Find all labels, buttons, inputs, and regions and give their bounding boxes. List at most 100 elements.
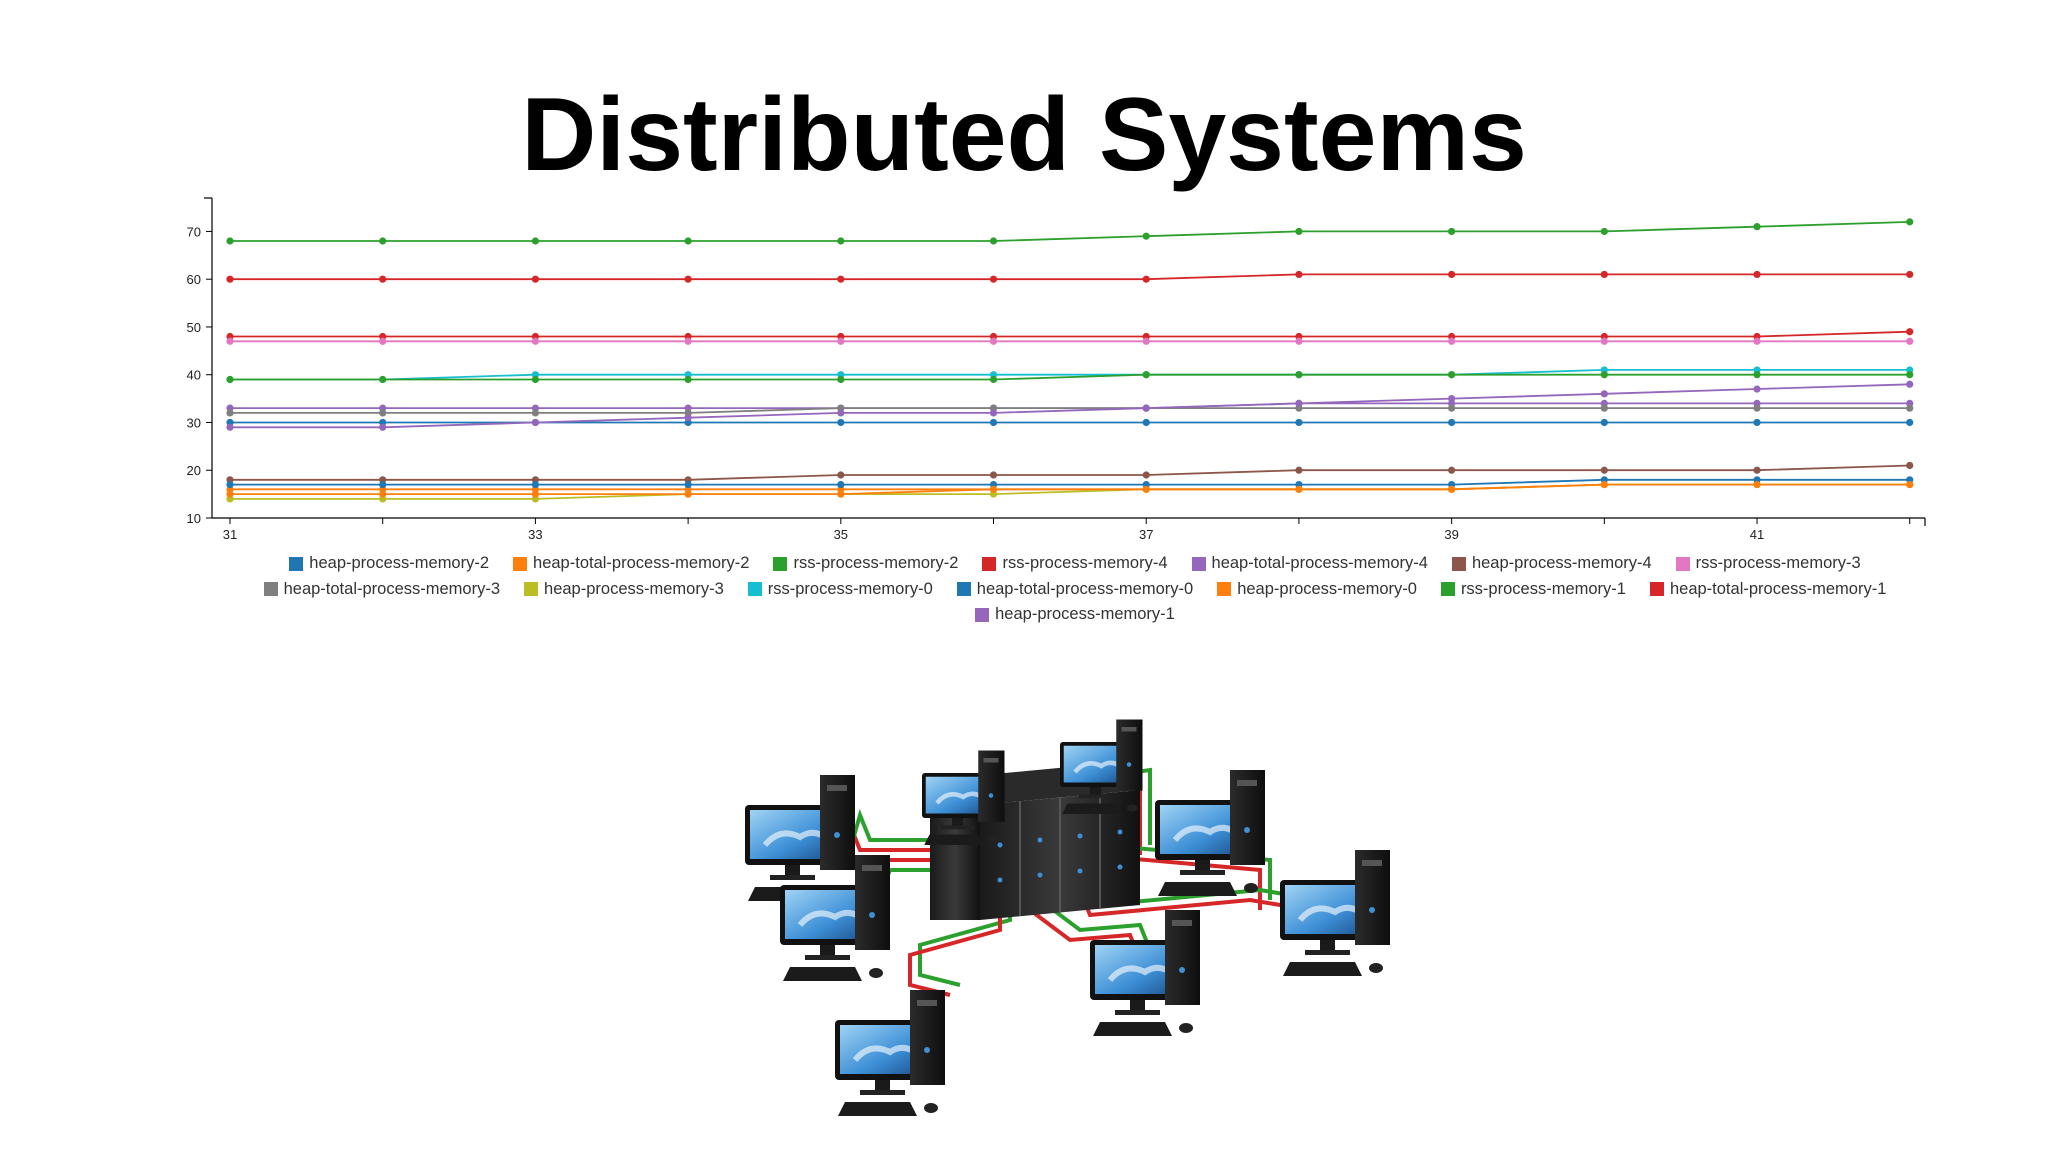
- data-point-heap-process-memory-4-42: [1906, 461, 1914, 470]
- slide-title: Distributed Systems: [521, 77, 1527, 193]
- data-point-heap-total-process-memory-1-40: [1600, 270, 1608, 279]
- data-point-heap-process-memory-0-33: [531, 490, 540, 498]
- series-line-rss-process-memory-4: [230, 330, 1910, 338]
- y-tick-label-20: 20: [187, 463, 201, 478]
- data-point-heap-process-memory-4-37: [1142, 471, 1150, 479]
- legend-swatch: [1649, 582, 1664, 597]
- legend-item: rss-process-memory-3: [1675, 554, 1861, 573]
- series-line-heap-process-memory-0: [230, 483, 1910, 496]
- data-point-heap-total-process-memory-1-41: [1753, 270, 1761, 279]
- data-point-heap-total-process-memory-3-42: [1906, 404, 1914, 412]
- data-point-heap-process-memory-1-39: [1448, 394, 1456, 403]
- data-point-heap-process-memory-2-38: [1295, 418, 1303, 427]
- data-point-heap-process-memory-1-41: [1753, 385, 1761, 393]
- data-point-heap-process-memory-2-37: [1142, 418, 1150, 427]
- data-point-heap-total-process-memory-3-41: [1753, 404, 1761, 412]
- data-point-heap-total-process-memory-1-37: [1142, 275, 1150, 283]
- data-point-heap-process-memory-4-38: [1295, 466, 1303, 474]
- data-point-heap-total-process-memory-1-31: [226, 275, 234, 283]
- legend-item: heap-total-process-memory-1: [1649, 579, 1887, 599]
- data-point-heap-total-process-memory-0-35: [837, 480, 845, 489]
- data-point-heap-total-process-memory-3-31: [226, 409, 234, 417]
- legend-swatch: [524, 582, 539, 597]
- legend-row: heap-process-memory-1: [180, 602, 1970, 628]
- data-point-rss-process-memory-2-32: [379, 237, 387, 245]
- y-tick-label-70: 70: [187, 224, 201, 239]
- desktop-computer-icon: [745, 720, 1390, 1117]
- data-point-heap-total-process-memory-3-40: [1600, 404, 1608, 412]
- data-point-heap-total-process-memory-3-39: [1448, 404, 1456, 412]
- data-point-heap-process-memory-1-33: [531, 418, 540, 427]
- y-tick-label-10: 10: [187, 511, 201, 526]
- y-tick-label-60: 60: [187, 272, 201, 287]
- legend-label: heap-process-memory-0: [1237, 579, 1417, 598]
- data-point-heap-total-process-memory-1-39: [1448, 270, 1456, 279]
- data-point-rss-process-memory-1-37: [1142, 371, 1150, 379]
- legend-swatch: [1440, 582, 1455, 597]
- legend-item: heap-process-memory-0: [1217, 580, 1417, 599]
- series-line-rss-process-memory-1: [230, 373, 1910, 381]
- legend-label: heap-process-memory-1: [995, 605, 1175, 624]
- legend-label: heap-total-process-memory-2: [533, 554, 750, 573]
- data-point-rss-process-memory-2-36: [989, 237, 998, 245]
- data-point-heap-process-memory-0-32: [379, 490, 387, 498]
- data-point-rss-process-memory-3-34: [684, 337, 692, 345]
- data-point-heap-total-process-memory-1-32: [379, 275, 387, 283]
- data-point-heap-total-process-memory-3-32: [379, 409, 387, 417]
- data-point-heap-process-memory-1-40: [1600, 390, 1608, 398]
- data-point-rss-process-memory-1-33: [531, 375, 540, 384]
- data-point-rss-process-memory-1-32: [379, 375, 387, 384]
- data-point-heap-process-memory-1-42: [1906, 380, 1914, 388]
- data-point-rss-process-memory-1-36: [989, 375, 998, 384]
- legend-item: heap-process-memory-2: [289, 554, 489, 573]
- data-point-rss-process-memory-4-42: [1906, 328, 1914, 336]
- data-point-heap-process-memory-4-36: [989, 471, 998, 479]
- data-point-heap-process-memory-0-38: [1295, 485, 1303, 493]
- data-point-rss-process-memory-2-31: [226, 237, 234, 245]
- legend-swatch: [975, 607, 990, 622]
- series-line-rss-process-memory-0: [230, 368, 1910, 381]
- legend-swatch: [773, 556, 788, 571]
- legend-swatch: [1451, 556, 1466, 571]
- series-line-heap-total-process-memory-0: [230, 478, 1910, 486]
- x-tick-label-35: 35: [834, 527, 848, 542]
- x-tick-label-39: 39: [1444, 527, 1458, 542]
- x-tick-label-41: 41: [1750, 527, 1764, 542]
- data-point-heap-total-process-memory-0-31: [226, 480, 234, 489]
- data-point-rss-process-memory-2-41: [1753, 223, 1761, 231]
- legend-label: rss-process-memory-4: [1002, 554, 1168, 573]
- data-point-rss-process-memory-2-40: [1600, 227, 1608, 236]
- legend-item: rss-process-memory-1: [1440, 580, 1626, 599]
- legend-row: heap-process-memory-2 heap-total-process-…: [180, 551, 1970, 577]
- data-point-heap-total-process-memory-0-34: [684, 480, 692, 489]
- data-point-heap-total-process-memory-0-32: [379, 480, 387, 489]
- legend-label: heap-total-process-memory-3: [283, 579, 501, 598]
- legend-swatch: [747, 582, 762, 597]
- legend-item: heap-total-process-memory-4: [1191, 554, 1428, 573]
- data-point-rss-process-memory-2-42: [1906, 218, 1914, 226]
- data-point-heap-total-process-memory-3-33: [531, 409, 540, 417]
- data-point-rss-process-memory-1-41: [1753, 371, 1761, 379]
- data-point-heap-process-memory-1-37: [1142, 404, 1150, 412]
- data-point-heap-process-memory-0-42: [1906, 480, 1914, 489]
- legend-item: rss-process-memory-4: [982, 554, 1168, 573]
- legend-label: heap-total-process-memory-4: [1211, 554, 1428, 573]
- data-point-heap-process-memory-1-34: [684, 414, 692, 422]
- legend-swatch: [956, 582, 971, 597]
- legend-swatch: [289, 556, 304, 571]
- y-tick-label-40: 40: [187, 368, 201, 383]
- data-point-heap-process-memory-4-39: [1448, 466, 1456, 474]
- legend-item: rss-process-memory-0: [747, 580, 933, 599]
- legend-label: rss-process-memory-2: [793, 554, 959, 573]
- data-point-heap-process-memory-0-35: [837, 490, 845, 498]
- data-point-rss-process-memory-3-41: [1753, 337, 1761, 345]
- legend-swatch: [1675, 556, 1690, 571]
- series-line-rss-process-memory-2: [230, 221, 1910, 242]
- data-point-heap-process-memory-1-35: [837, 409, 845, 417]
- legend-label: heap-total-process-memory-1: [1669, 579, 1887, 598]
- data-point-heap-process-memory-0-31: [226, 490, 234, 498]
- data-point-heap-total-process-memory-1-36: [989, 275, 998, 283]
- data-point-rss-process-memory-1-40: [1600, 371, 1608, 379]
